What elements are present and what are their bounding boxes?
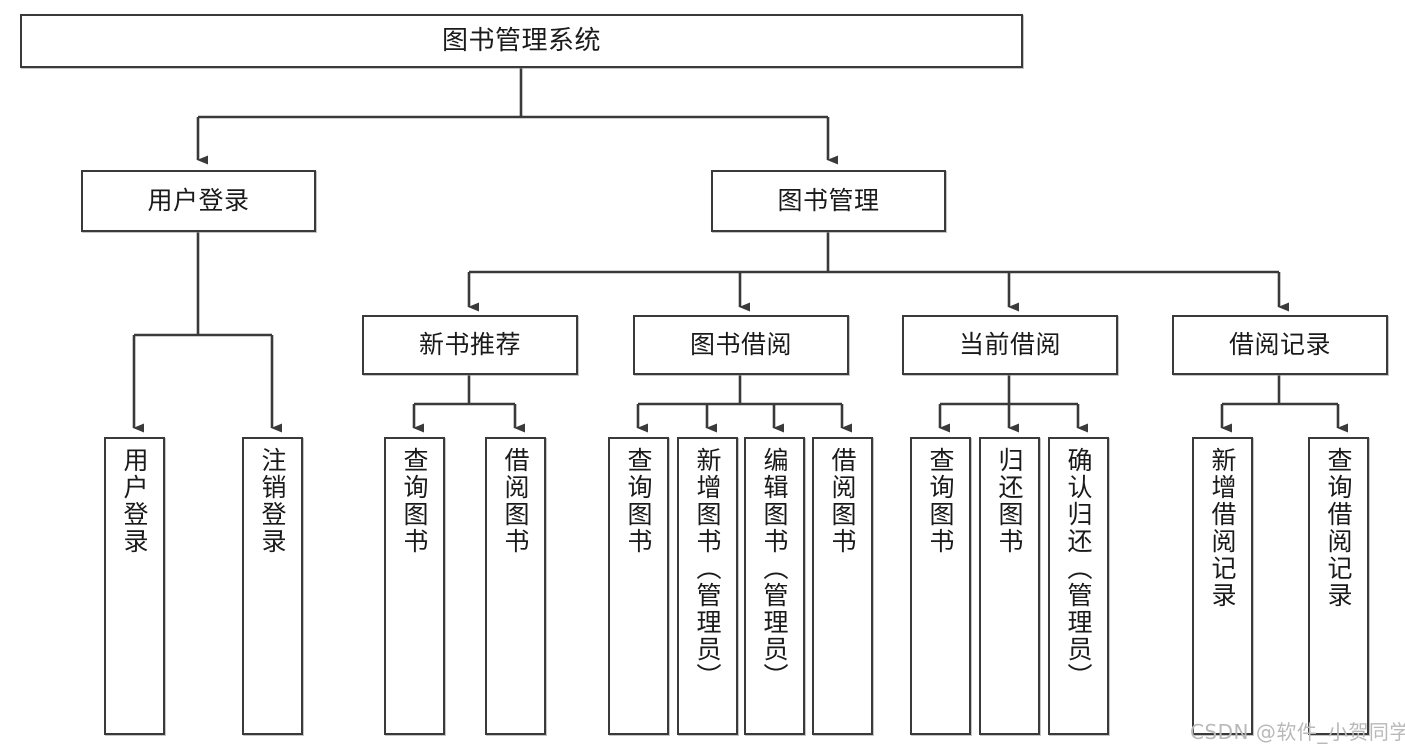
node-label: 编辑图书（管理员）	[760, 447, 789, 690]
node-root-book-management-system[interactable]: 图书管理系统	[20, 14, 1023, 68]
leaf-new-book-query-book[interactable]: 查询图书	[384, 437, 445, 735]
node-borrow-record[interactable]: 借阅记录	[1172, 315, 1388, 375]
leaf-borrow-record-add-record[interactable]: 新增借阅记录	[1192, 437, 1253, 735]
node-label: 查询借阅记录	[1324, 447, 1353, 609]
leaf-book-borrow-borrow-book[interactable]: 借阅图书	[812, 437, 873, 735]
leaf-new-book-borrow-book[interactable]: 借阅图书	[485, 437, 546, 735]
leaf-current-borrow-confirm-return-admin[interactable]: 确认归还（管理员）	[1048, 437, 1109, 735]
node-label: 新增借阅记录	[1208, 447, 1237, 609]
node-user-login[interactable]: 用户登录	[81, 170, 316, 232]
node-label: 归还图书	[995, 447, 1024, 555]
node-label: 当前借阅	[958, 330, 1061, 360]
node-label: 图书管理系统	[441, 25, 601, 56]
node-label: 查询图书	[624, 447, 653, 555]
node-label: 新书推荐	[418, 330, 521, 360]
leaf-book-borrow-edit-book-admin[interactable]: 编辑图书（管理员）	[744, 437, 805, 735]
leaf-book-borrow-add-book-admin[interactable]: 新增图书（管理员）	[677, 437, 738, 735]
csdn-watermark: CSDN @软件_小贺同学	[1190, 720, 1405, 744]
node-label: 图书管理	[777, 186, 880, 216]
node-new-book-recommend[interactable]: 新书推荐	[362, 315, 578, 375]
node-label: 图书借阅	[689, 330, 792, 360]
node-label: 注销登录	[258, 447, 287, 555]
node-label: 确认归还（管理员）	[1064, 447, 1093, 690]
node-label: 新增图书（管理员）	[693, 447, 722, 690]
node-current-borrow[interactable]: 当前借阅	[902, 315, 1118, 375]
leaf-current-borrow-return-book[interactable]: 归还图书	[979, 437, 1040, 735]
node-label: 查询图书	[400, 447, 429, 555]
node-label: 借阅图书	[828, 447, 857, 555]
node-label: 用户登录	[147, 186, 250, 216]
leaf-book-borrow-query-book[interactable]: 查询图书	[608, 437, 669, 735]
leaf-user-login-logout[interactable]: 注销登录	[242, 437, 303, 735]
leaf-user-login-login[interactable]: 用户登录	[104, 437, 165, 735]
node-book-management[interactable]: 图书管理	[711, 170, 946, 232]
leaf-borrow-record-query-record[interactable]: 查询借阅记录	[1308, 437, 1369, 735]
node-label: 借阅图书	[501, 447, 530, 555]
node-book-borrow[interactable]: 图书借阅	[633, 315, 849, 375]
node-label: 用户登录	[120, 447, 149, 555]
leaf-current-borrow-query-book[interactable]: 查询图书	[910, 437, 971, 735]
node-label: 查询图书	[926, 447, 955, 555]
node-label: 借阅记录	[1228, 330, 1331, 360]
